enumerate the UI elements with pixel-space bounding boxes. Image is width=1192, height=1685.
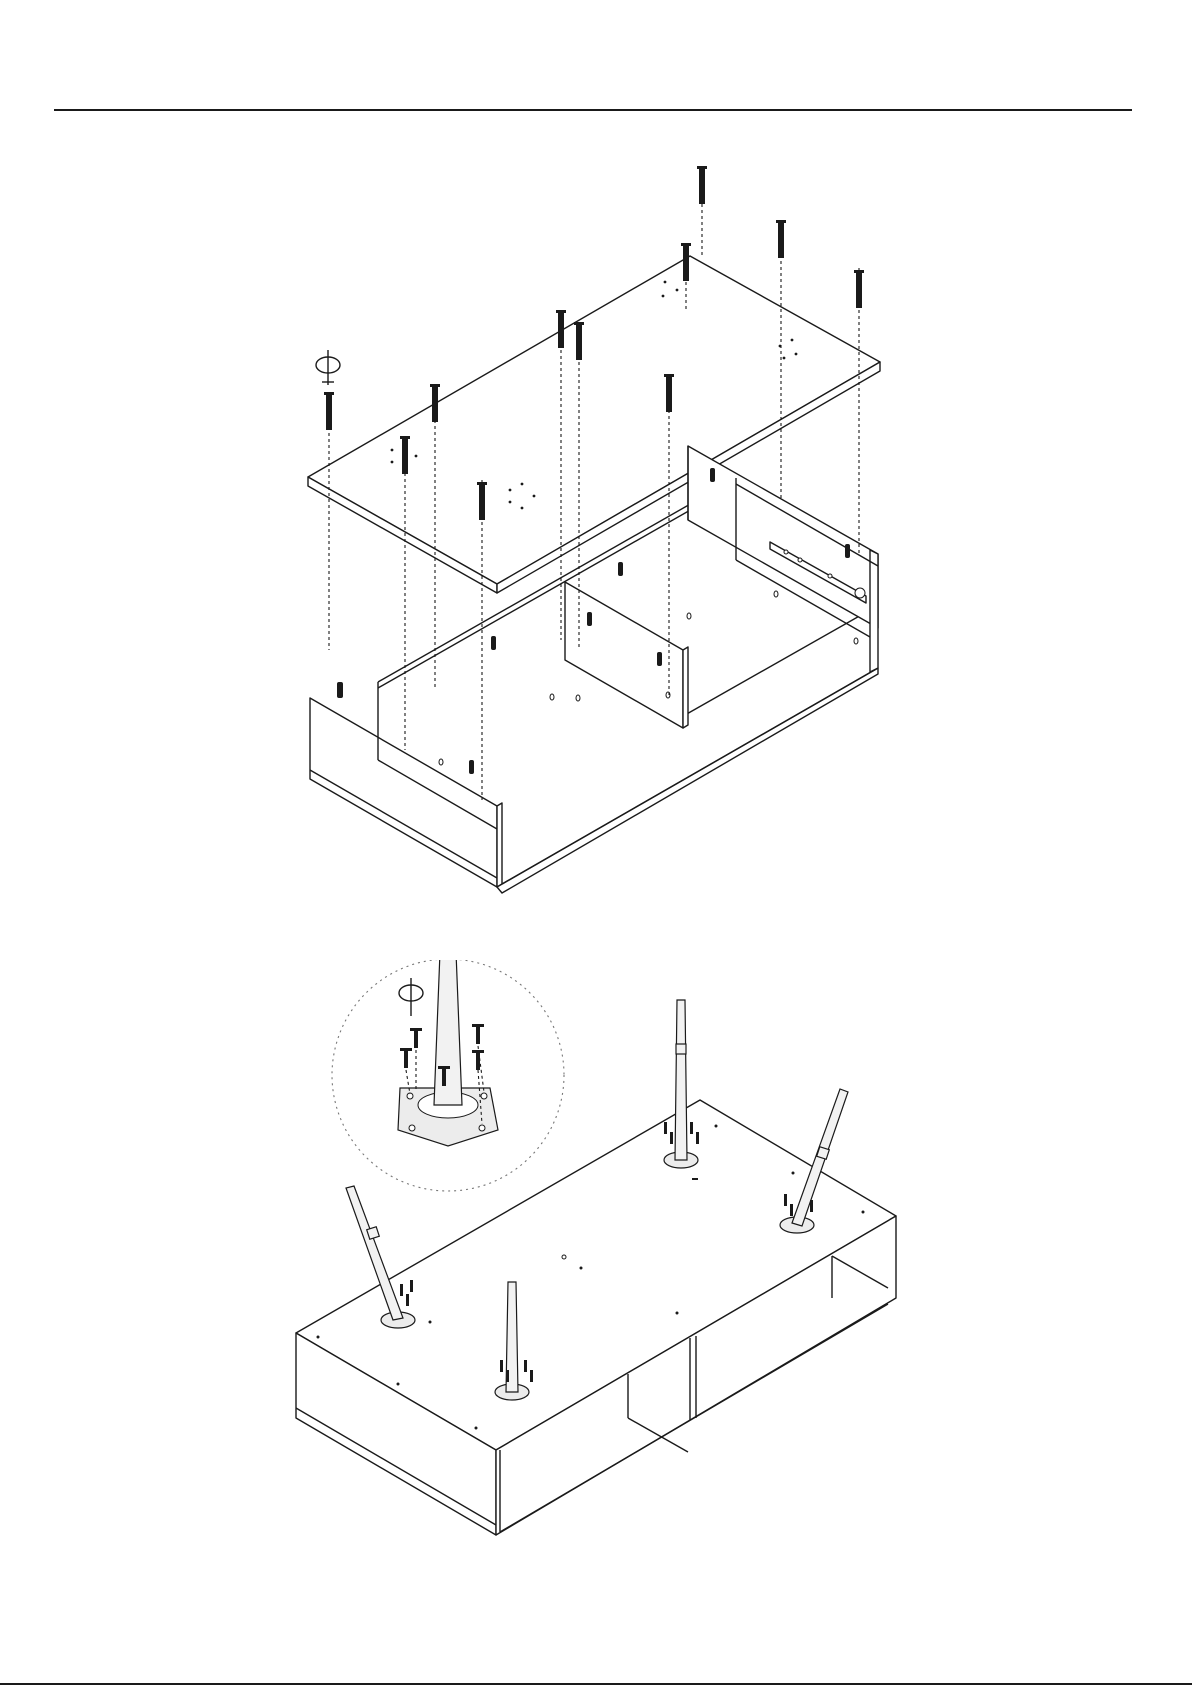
top-panel-assembly-diagram [0, 150, 1192, 900]
wooden-dowel [710, 468, 715, 482]
long-screw [854, 270, 864, 308]
wooden-dowel [657, 652, 662, 666]
long-screw [697, 166, 707, 204]
wooden-dowel [491, 636, 496, 650]
wooden-dowel [469, 760, 474, 774]
screwdriver-icon [316, 350, 340, 385]
screwdriver-icon [399, 978, 423, 1016]
header-divider [54, 109, 1132, 111]
wooden-dowel [337, 682, 343, 698]
leg-attachment-diagram [0, 960, 1192, 1560]
long-screw [324, 392, 334, 430]
wooden-dowel [618, 562, 623, 576]
wooden-dowel [845, 544, 850, 558]
wooden-dowel [587, 612, 592, 626]
long-screw [776, 220, 786, 258]
detail-magnifier [332, 960, 564, 1191]
